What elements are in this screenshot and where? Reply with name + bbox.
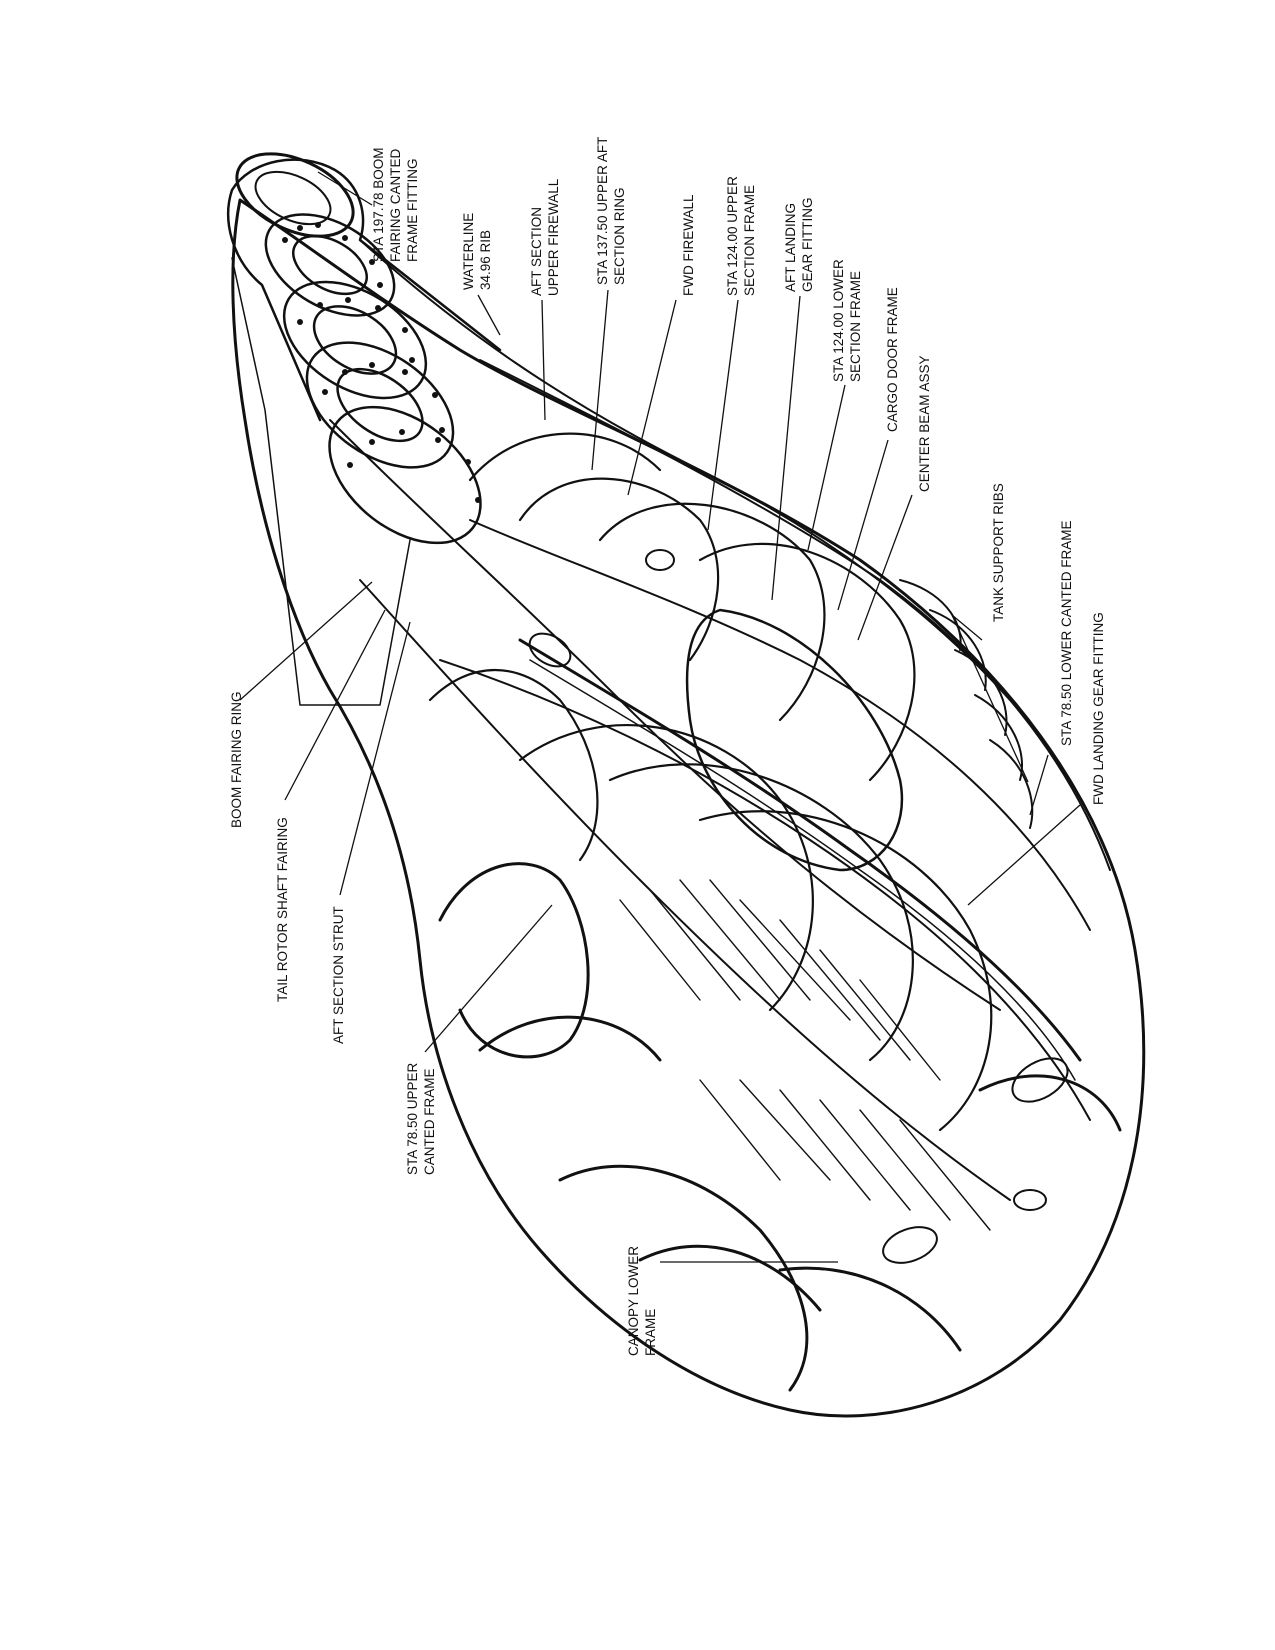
boom-end-ring	[235, 152, 355, 238]
label-sta-197-78-boom-fairing: STA 197.78 BOOM FAIRING CANTED FRAME FIT…	[371, 147, 420, 262]
tank-support-ribs	[899, 579, 1034, 829]
cargo-door-frame	[685, 608, 904, 872]
label-aft-section-upper-firewall: AFT SECTION UPPER FIREWALL	[529, 178, 561, 296]
label-tank-support-ribs: TANK SUPPORT RIBS	[991, 483, 1006, 622]
canopy-frames	[438, 862, 1122, 1392]
label-boom-fairing-ring: BOOM FAIRING RING	[229, 691, 244, 828]
label-cargo-door-frame: CARGO DOOR FRAME	[885, 287, 900, 432]
tail-boom	[227, 158, 502, 422]
label-sta-124-upper-section-frame: STA 124.00 UPPER SECTION FRAME	[725, 176, 757, 296]
label-sta-137-50-upper-aft-ring: STA 137.50 UPPER AFT SECTION RING	[595, 136, 627, 285]
label-fwd-landing-gear-fitting: FWD LANDING GEAR FITTING	[1091, 612, 1106, 805]
label-waterline-rib: WATERLINE 34.96 RIB	[461, 212, 493, 290]
access-openings	[528, 549, 1069, 1264]
boom-frames	[264, 213, 482, 545]
shaft-fairing-panel	[231, 257, 411, 706]
boom-rivets	[282, 222, 481, 503]
label-sta-78-50-upper-canted-frame: STA 78.50 UPPER CANTED FRAME	[405, 1062, 437, 1175]
floor-stiffeners	[619, 879, 991, 1231]
center-beam	[518, 638, 1082, 1062]
label-fwd-firewall: FWD FIREWALL	[681, 194, 696, 296]
leader-lines	[239, 171, 1081, 1263]
label-sta-78-50-lower-canted-frame: STA 78.50 LOWER CANTED FRAME	[1059, 520, 1074, 746]
fuselage-outline	[231, 198, 1146, 1418]
label-center-beam-assy: CENTER BEAM ASSY	[917, 355, 932, 492]
label-sta-124-lower-section-frame: STA 124.00 LOWER SECTION FRAME	[831, 259, 863, 382]
label-aft-landing-gear-fitting: AFT LANDING GEAR FITTING	[783, 197, 815, 293]
label-tail-rotor-shaft-fairing: TAIL ROTOR SHAFT FAIRING	[275, 817, 290, 1002]
label-canopy-lower-frame: CANOPY LOWER FRAME	[626, 1245, 658, 1356]
longerons	[329, 239, 1111, 1201]
label-aft-section-strut: AFT SECTION STRUT	[331, 906, 346, 1044]
